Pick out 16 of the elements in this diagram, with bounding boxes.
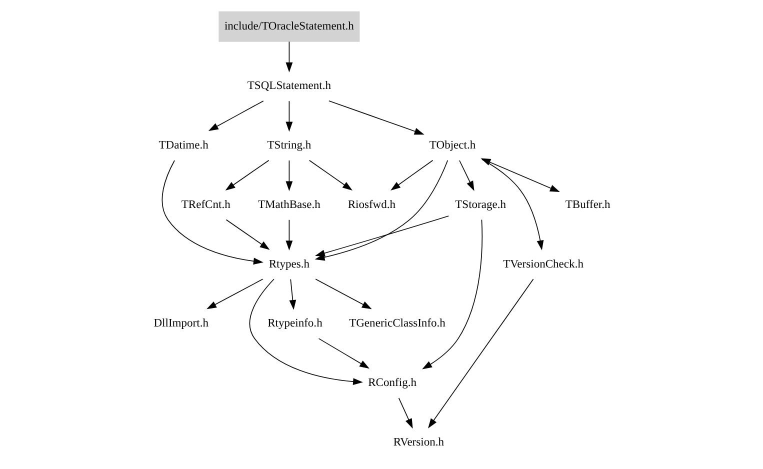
node-text: Riosfwd.h <box>347 198 396 211</box>
node-text: TGenericClassInfo.h <box>348 318 445 330</box>
node-text: TRefCnt.h <box>180 198 230 211</box>
node-text: RConfig.h <box>368 377 416 390</box>
node-text: RVersion.h <box>392 436 444 448</box>
node-text: TDatime.h <box>158 139 208 152</box>
node-text: TVersionCheck.h <box>502 258 583 270</box>
node-text: TSQLStatement.h <box>246 80 330 92</box>
node-text: Rtypeinfo.h <box>267 318 322 330</box>
node-text: TBuffer.h <box>564 198 610 211</box>
node-text: TMathBase.h <box>257 198 320 211</box>
node-text: Rtypes.h <box>268 258 310 270</box>
node-text: TStorage.h <box>454 198 506 211</box>
node-text: DllImport.h <box>153 318 208 330</box>
node-text: TString.h <box>266 139 311 152</box>
node-text: TObject.h <box>428 139 476 152</box>
